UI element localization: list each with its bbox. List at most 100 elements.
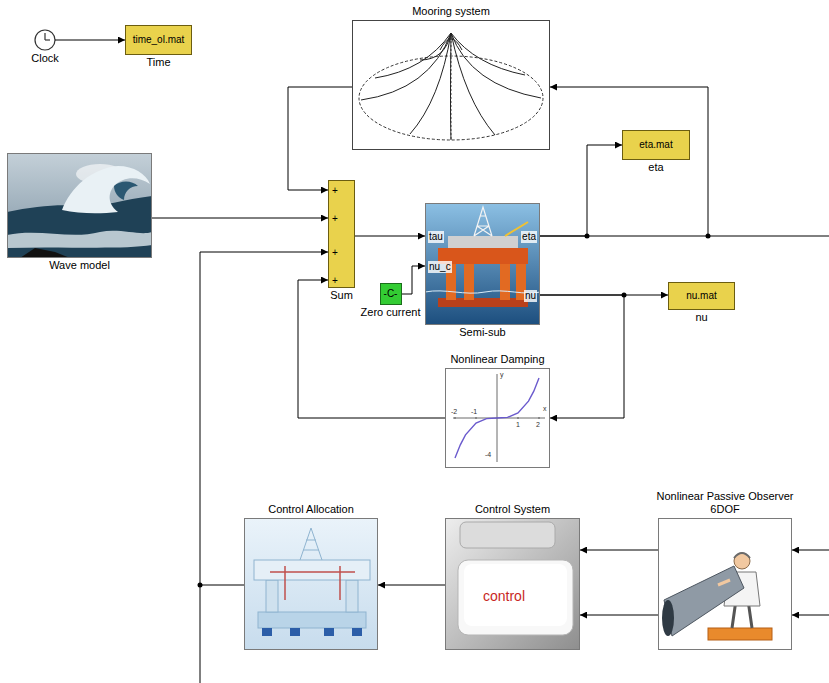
mooring-lines bbox=[361, 33, 541, 140]
block-text: nu.mat bbox=[686, 290, 717, 302]
platform bbox=[708, 628, 772, 640]
key-top bbox=[464, 564, 567, 626]
wave-curl bbox=[114, 182, 138, 201]
panel bbox=[445, 368, 550, 468]
signal-line bbox=[580, 550, 658, 551]
panel bbox=[658, 518, 792, 650]
block-label: Nonlinear Passive Observer 6DOF bbox=[653, 490, 797, 516]
panel bbox=[445, 518, 580, 650]
upper-deck bbox=[448, 236, 518, 248]
signal-wire bbox=[708, 236, 829, 237]
rock bbox=[20, 248, 70, 258]
block-label: eta bbox=[648, 161, 663, 174]
axis-tick: 1 bbox=[516, 421, 520, 429]
block-text: -C- bbox=[384, 288, 398, 300]
block-label: Nonlinear Damping bbox=[450, 353, 544, 366]
wave-crest bbox=[62, 166, 150, 213]
thruster bbox=[324, 628, 334, 636]
axis-tick: -1 bbox=[471, 408, 477, 416]
constant-block: -C-Zero current bbox=[380, 283, 402, 305]
signal-line bbox=[402, 266, 426, 294]
thruster bbox=[352, 628, 362, 636]
clock-hand bbox=[45, 39, 50, 40]
clock-source: Clock bbox=[35, 30, 55, 50]
signal-line bbox=[200, 252, 328, 585]
signal-line bbox=[540, 87, 708, 236]
foam bbox=[7, 231, 152, 248]
arm bbox=[718, 580, 730, 585]
allocation-picture bbox=[244, 518, 378, 650]
signal-line bbox=[55, 40, 125, 41]
pipes bbox=[270, 566, 355, 600]
block-label: Zero current bbox=[361, 306, 421, 319]
block-label: nu bbox=[695, 311, 707, 324]
block-label: Sum bbox=[330, 289, 353, 302]
allocation-block: Control Allocation bbox=[244, 518, 378, 650]
panel bbox=[352, 20, 550, 150]
column bbox=[346, 580, 358, 612]
port-label: + bbox=[332, 185, 338, 197]
port-label: nu_c bbox=[428, 261, 452, 273]
to-file-block: nu.matnu bbox=[668, 282, 735, 310]
key bbox=[458, 560, 573, 635]
clock-hand bbox=[44, 33, 45, 40]
keyboard-picture bbox=[445, 518, 580, 650]
port-label: + bbox=[332, 213, 338, 225]
column bbox=[464, 262, 474, 300]
block-label: Clock bbox=[31, 52, 59, 65]
block-label: Mooring system bbox=[412, 5, 490, 18]
clock-icon bbox=[35, 30, 55, 50]
column bbox=[500, 262, 510, 300]
water-line bbox=[425, 291, 540, 293]
damping-plot bbox=[445, 368, 550, 468]
signal-line bbox=[152, 218, 328, 219]
port-label: tau bbox=[428, 231, 444, 243]
signal-line bbox=[540, 295, 624, 418]
sky bbox=[7, 153, 152, 258]
port-label: eta bbox=[521, 231, 537, 243]
block-label: Control System bbox=[475, 503, 550, 516]
block-label: Time bbox=[146, 56, 170, 69]
signal-line bbox=[540, 145, 622, 236]
cubic-curve bbox=[455, 378, 539, 458]
signal-line bbox=[580, 615, 658, 616]
derrick bbox=[474, 207, 492, 236]
signal-wire bbox=[792, 550, 829, 551]
key-caption: control bbox=[483, 588, 525, 604]
to-file-block: time_ol.matTime bbox=[125, 25, 192, 55]
block-text: eta.mat bbox=[639, 139, 672, 151]
signal-line bbox=[355, 236, 425, 237]
axis-tick: -2 bbox=[451, 408, 457, 416]
port-label: + bbox=[332, 247, 338, 259]
axis-tick: -4 bbox=[485, 451, 491, 459]
damping-block: Nonlinear Damping bbox=[445, 368, 550, 468]
block-label: Control Allocation bbox=[268, 503, 354, 516]
port-label: nu bbox=[524, 290, 537, 302]
derrick bbox=[300, 528, 322, 560]
mooring-picture bbox=[352, 20, 550, 150]
controller-block: Control System bbox=[445, 518, 580, 650]
lens bbox=[662, 600, 674, 636]
sum-block: ++++Sum bbox=[328, 180, 355, 288]
column bbox=[266, 580, 278, 612]
upper-key bbox=[460, 522, 555, 548]
thruster bbox=[290, 628, 300, 636]
panel bbox=[244, 518, 378, 650]
observer-picture bbox=[658, 518, 792, 650]
open-wires bbox=[198, 234, 829, 683]
pontoon bbox=[258, 612, 366, 628]
to-file-block: eta.mateta bbox=[622, 130, 690, 160]
sea bbox=[425, 203, 540, 325]
block-label: Semi-sub bbox=[459, 326, 505, 339]
axis-name: x bbox=[543, 405, 547, 413]
telescope bbox=[664, 566, 744, 636]
signal-wire bbox=[200, 585, 201, 683]
wave-block: Wave model bbox=[7, 153, 152, 258]
clock-face bbox=[35, 30, 55, 50]
vessel-block: taunu_cetanuSemi-sub bbox=[425, 203, 540, 325]
thruster bbox=[262, 628, 272, 636]
deck bbox=[254, 560, 370, 580]
